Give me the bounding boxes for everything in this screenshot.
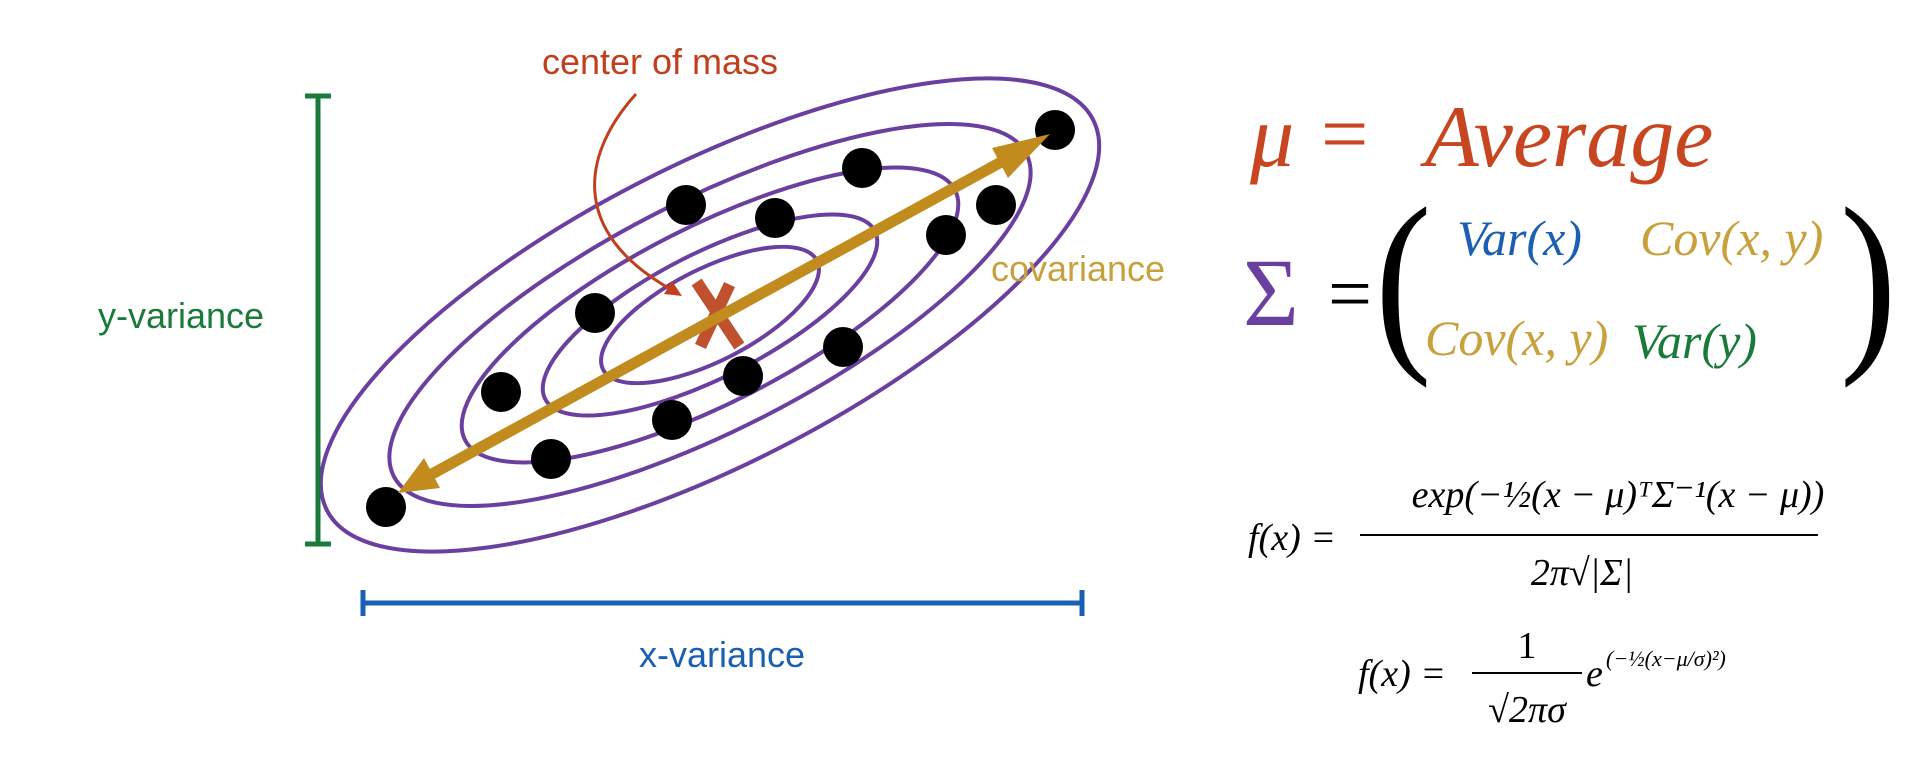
univariate-pdf-base: e: [1586, 653, 1603, 695]
center-of-mass-pointer: [593, 92, 682, 296]
center-of-mass-label: center of mass: [542, 41, 778, 82]
sigma-equals: =: [1328, 250, 1372, 337]
matrix-var-x: Var(x): [1457, 210, 1582, 266]
mu-average: Average: [1420, 89, 1713, 186]
x-variance-bracket: [360, 590, 1085, 616]
data-point: [723, 356, 763, 396]
data-point: [652, 400, 692, 440]
data-point: [366, 487, 406, 527]
data-point: [666, 185, 706, 225]
matrix-cov-xy-bottom: Cov(x, y): [1425, 310, 1608, 366]
multivariate-pdf: f(x) = exp(−½(x − μ)ᵀΣ⁻¹(x − μ)) 2π√|Σ|: [1248, 474, 1824, 594]
sigma-symbol: Σ: [1243, 239, 1299, 346]
contour-ellipse-outer: [318, 76, 1102, 554]
univariate-pdf-exponent: (−½(x−μ/σ)²): [1606, 646, 1726, 671]
matrix-left-paren: (: [1375, 168, 1432, 389]
univariate-pdf-lhs: f(x) =: [1358, 653, 1446, 695]
mu-symbol: μ: [1249, 89, 1294, 186]
covariance-label: covariance: [991, 248, 1165, 289]
data-point: [575, 293, 615, 333]
mu-equals: =: [1321, 88, 1368, 181]
multivariate-pdf-lhs: f(x) =: [1248, 517, 1336, 559]
univariate-pdf: f(x) = 1 √2πσ e (−½(x−μ/σ)²): [1358, 625, 1726, 731]
sigma-equation: Σ = ( ) Var(x) Cov(x, y) Cov(x, y) Var(y…: [1243, 168, 1897, 389]
data-point: [823, 327, 863, 367]
matrix-cov-xy-top: Cov(x, y): [1640, 210, 1823, 266]
matrix-var-y: Var(y): [1632, 313, 1757, 369]
y-variance-bracket: [305, 93, 331, 547]
data-point: [1035, 110, 1075, 150]
data-point: [976, 185, 1016, 225]
mu-equation: μ = Average: [1249, 88, 1713, 186]
data-point: [481, 372, 521, 412]
multivariate-pdf-denominator: 2π√|Σ|: [1531, 552, 1633, 594]
data-point: [842, 148, 882, 188]
y-variance-label: y-variance: [98, 295, 264, 336]
univariate-pdf-numerator: 1: [1518, 625, 1537, 667]
matrix-right-paren: ): [1840, 168, 1897, 389]
double-headed-arrow-icon: [398, 134, 1050, 493]
data-point: [926, 215, 966, 255]
data-point: [531, 439, 571, 479]
multivariate-pdf-numerator: exp(−½(x − μ)ᵀΣ⁻¹(x − μ)): [1412, 474, 1825, 516]
univariate-pdf-denominator: √2πσ: [1488, 689, 1567, 731]
x-variance-label: x-variance: [639, 634, 805, 675]
data-point: [755, 198, 795, 238]
data-points: [366, 110, 1075, 527]
